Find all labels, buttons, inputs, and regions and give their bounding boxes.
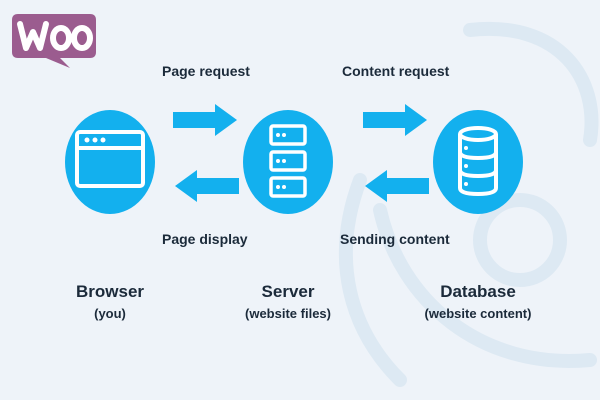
database-title: Database xyxy=(440,282,516,301)
database-icon xyxy=(458,126,498,197)
page-request-arrow xyxy=(173,104,237,136)
browser-node xyxy=(65,110,155,214)
server-subtitle: (website files) xyxy=(245,306,331,321)
browser-subtitle: (you) xyxy=(94,306,126,321)
sending-content-label: Sending content xyxy=(340,231,450,247)
server-title: Server xyxy=(261,282,315,301)
server-rack-icon xyxy=(269,124,307,198)
database-node xyxy=(433,110,523,214)
database-subtitle: (website content) xyxy=(424,306,532,321)
content-request-arrow xyxy=(363,104,427,136)
sending-content-arrow xyxy=(365,170,429,202)
page-request-label: Page request xyxy=(162,63,250,79)
page-display-label: Page display xyxy=(162,231,248,247)
woo-logo xyxy=(10,12,98,70)
content-request-label: Content request xyxy=(342,63,450,79)
browser-title: Browser xyxy=(75,282,145,301)
server-node xyxy=(243,110,333,214)
page-display-arrow xyxy=(175,170,239,202)
browser-window-icon xyxy=(75,130,145,188)
